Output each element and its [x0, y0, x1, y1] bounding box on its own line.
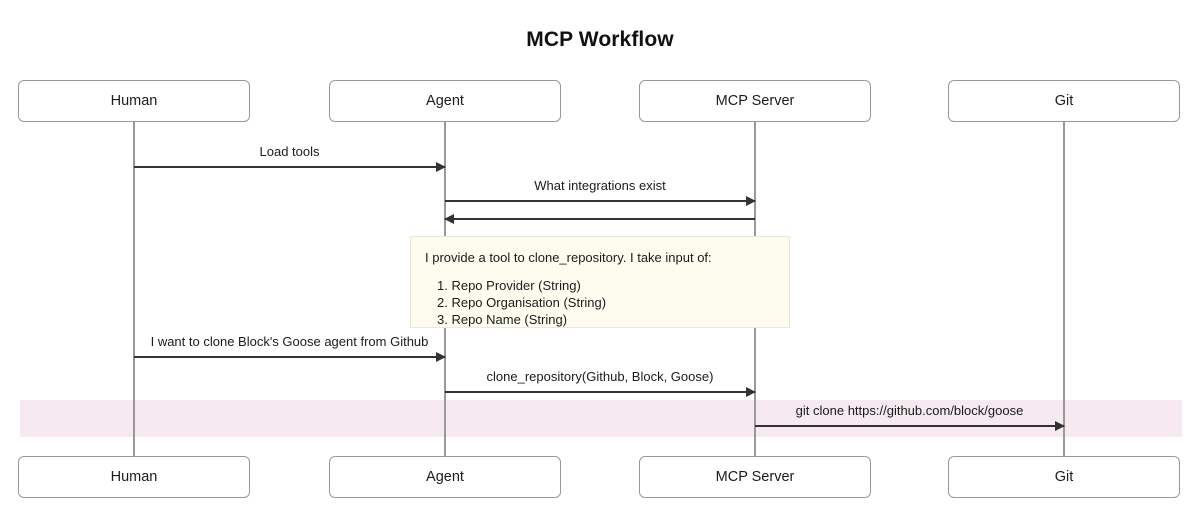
arrow-head-icon [746, 387, 756, 397]
lifeline-git [1063, 122, 1065, 456]
participant-bottom-git[interactable]: Git [948, 456, 1180, 498]
arrow-head-icon [746, 196, 756, 206]
participant-label: Agent [426, 93, 464, 109]
message-line [445, 200, 755, 202]
arrow-head-icon [444, 214, 454, 224]
message-line [445, 218, 755, 220]
participant-label: Agent [426, 469, 464, 485]
message-line [134, 356, 445, 358]
lifeline-human [133, 122, 135, 456]
note-box: I provide a tool to clone_repository. I … [410, 236, 790, 328]
participant-label: MCP Server [715, 469, 795, 485]
arrow-head-icon [436, 352, 446, 362]
message-label: clone_repository(Github, Block, Goose) [486, 369, 714, 384]
participant-bottom-human[interactable]: Human [18, 456, 250, 498]
message-line [445, 391, 755, 393]
participant-bottom-mcp-server[interactable]: MCP Server [639, 456, 871, 498]
participant-label: Human [110, 93, 158, 109]
participant-top-human[interactable]: Human [18, 80, 250, 122]
participant-label: MCP Server [715, 93, 795, 109]
participant-top-git[interactable]: Git [948, 80, 1180, 122]
message-line [134, 166, 445, 168]
note-list-item: 2. Repo Organisation (String) [437, 295, 607, 310]
participant-label: Git [1054, 469, 1074, 485]
message-label: What integrations exist [534, 178, 666, 193]
note-list: 1. Repo Provider (String) 2. Repo Organis… [425, 277, 775, 328]
participant-top-agent[interactable]: Agent [329, 80, 561, 122]
note-heading: I provide a tool to clone_repository. I … [425, 250, 712, 265]
participant-bottom-agent[interactable]: Agent [329, 456, 561, 498]
note-list-item: 3. Repo Name (String) [437, 312, 568, 327]
participant-label: Git [1054, 93, 1074, 109]
highlight-band [20, 400, 1182, 437]
page-title: MCP Workflow [526, 28, 674, 51]
note-list-item: 1. Repo Provider (String) [437, 278, 581, 293]
message-label: Load tools [259, 144, 320, 159]
arrow-head-icon [1055, 421, 1065, 431]
message-label: git clone https://github.com/block/goose [795, 403, 1024, 418]
arrow-head-icon [436, 162, 446, 172]
participant-label: Human [110, 469, 158, 485]
message-label: I want to clone Block's Goose agent from… [150, 334, 429, 349]
participant-top-mcp-server[interactable]: MCP Server [639, 80, 871, 122]
message-line [755, 425, 1064, 427]
